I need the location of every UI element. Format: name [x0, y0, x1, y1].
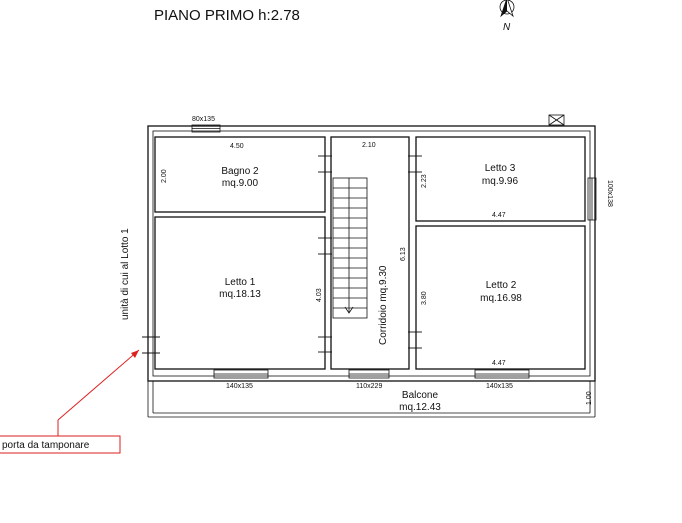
room-letto2-height: 3.80 [421, 291, 428, 305]
room-letto3-outline [415, 136, 586, 222]
room-letto3-width: 4.47 [492, 212, 506, 219]
window-top [191, 124, 221, 133]
balcony-outline [147, 381, 596, 418]
room-balcone-name: Balcone [402, 390, 439, 401]
room-letto3-area: mq.9.96 [482, 176, 519, 187]
room-corridoio-name: Corridoio mq.9.30 [378, 265, 389, 345]
window-letto2 [474, 369, 530, 379]
door-note-label: porta da tamponare [2, 440, 90, 451]
room-bagno2-height: 2.00 [161, 169, 168, 183]
room-outlines [154, 136, 586, 370]
window-letto1 [213, 369, 269, 379]
room-letto1-outline [154, 216, 326, 370]
staircase [332, 177, 368, 319]
opening-right-window-label: 100x138 [606, 180, 613, 207]
room-letto2-name: Letto 2 [486, 280, 517, 291]
door-note-callout [0, 349, 140, 454]
room-corridoio-outline [330, 136, 410, 370]
door-corridoio-balcone [348, 369, 390, 379]
room-letto1-area: mq.18.13 [219, 289, 261, 300]
door-marks [142, 155, 422, 354]
room-corridoio-height: 6.13 [400, 247, 407, 261]
room-letto2-width: 4.47 [492, 360, 506, 367]
room-balcone-depth: 1.00 [586, 391, 593, 405]
opening-letto2-window-label: 140x135 [486, 383, 513, 390]
room-letto2-outline [415, 225, 586, 370]
room-bagno2-outline [154, 136, 326, 213]
room-balcone-area: mq.12.43 [399, 402, 441, 413]
opening-top-window-label: 80x135 [192, 116, 215, 123]
room-bagno2-width: 4.50 [230, 143, 244, 150]
room-letto1-height: 4.03 [316, 288, 323, 302]
outer-walls [147, 125, 596, 382]
window-right [587, 177, 597, 221]
opening-letto1-window-label: 140x135 [226, 383, 253, 390]
room-letto3-name: Letto 3 [485, 163, 516, 174]
room-letto1-name: Letto 1 [225, 277, 256, 288]
room-bagno2-area: mq.9.00 [222, 178, 259, 189]
north-label: N [503, 22, 511, 33]
room-corridoio-width: 2.10 [362, 142, 376, 149]
room-letto2-area: mq.16.98 [480, 293, 522, 304]
north-arrow-icon: N [499, 0, 515, 33]
page-title: PIANO PRIMO h:2.78 [154, 7, 300, 24]
opening-corridor-door-label: 110x229 [356, 383, 382, 390]
room-bagno2-name: Bagno 2 [221, 166, 259, 177]
room-letto3-height: 2.23 [421, 174, 428, 188]
vent-icon [548, 114, 565, 126]
side-label: unità di cui al Lotto 1 [120, 228, 131, 320]
